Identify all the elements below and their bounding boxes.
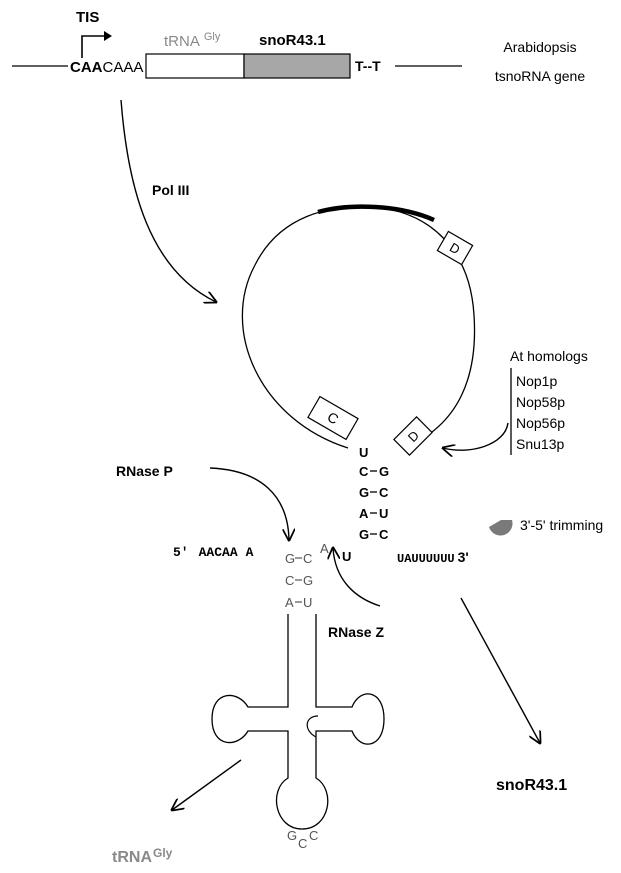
rnase-p-label: RNase P bbox=[116, 463, 173, 479]
transcription-arrow bbox=[121, 100, 216, 302]
snor43-box bbox=[244, 54, 350, 78]
svg-text:G: G bbox=[287, 828, 297, 843]
svg-text:G: G bbox=[285, 551, 295, 566]
svg-text:C: C bbox=[303, 551, 312, 566]
stem-pair-left: G bbox=[359, 527, 369, 542]
snor43-product-label: snoR43.1 bbox=[496, 777, 567, 794]
svg-text:C: C bbox=[309, 828, 318, 843]
trna-cloverleaf: G C C bbox=[212, 614, 384, 851]
pol-iii-label: Pol III bbox=[152, 182, 189, 198]
stem-pair-left: A bbox=[359, 506, 369, 521]
stem-pair-left: C bbox=[359, 464, 369, 479]
tis-label: TIS bbox=[76, 9, 99, 26]
snorna-loop: D C D bbox=[242, 207, 474, 455]
promoter-sequence: CAACAAA bbox=[70, 59, 143, 76]
box-d: D bbox=[394, 417, 432, 455]
acceptor-stem: G C A C G A U bbox=[285, 541, 329, 610]
stem-pair-left: G bbox=[359, 485, 369, 500]
svg-text:C: C bbox=[285, 573, 294, 588]
svg-text:A: A bbox=[285, 595, 294, 610]
homologs-list: At homologs Nop1p Nop58p Nop56p Snu13p bbox=[510, 348, 588, 455]
stem-bottom-u: U bbox=[342, 549, 351, 564]
box-c: C bbox=[308, 397, 358, 440]
trna-gly-box bbox=[146, 54, 244, 78]
snorna-product-arrow bbox=[461, 598, 540, 743]
homolog-item: Nop56p bbox=[516, 415, 565, 431]
discriminator-a: A bbox=[320, 541, 329, 556]
rnase-p-arrow bbox=[210, 468, 289, 540]
homolog-item: Nop58p bbox=[516, 394, 565, 410]
snor43-label: snoR43.1 bbox=[259, 32, 326, 49]
svg-text:C: C bbox=[298, 836, 307, 851]
svg-text:G: G bbox=[303, 573, 313, 588]
homolog-binding-arrow bbox=[443, 423, 508, 450]
exonuclease-icon bbox=[489, 520, 513, 536]
rnase-z-arrow bbox=[333, 548, 380, 606]
stem-pair-right: C bbox=[379, 485, 389, 500]
box-d-prime: D bbox=[437, 231, 472, 264]
organism-label: Arabidopsis bbox=[503, 39, 576, 55]
trna-product-arrow bbox=[172, 760, 241, 810]
tis-arrow bbox=[82, 31, 112, 58]
rnase-z-label: RNase Z bbox=[328, 624, 384, 640]
stem-pair-right: G bbox=[379, 464, 389, 479]
terminator-label: T--T bbox=[355, 58, 381, 74]
trna-outline bbox=[212, 614, 384, 829]
stem-pair-right: U bbox=[379, 506, 388, 521]
gene-type-label: tsnoRNA gene bbox=[495, 68, 585, 84]
trna-gly-product-label: tRNAGly bbox=[112, 846, 173, 866]
stem-top-u: U bbox=[359, 445, 368, 460]
svg-text:U: U bbox=[303, 595, 312, 610]
homolog-item: Nop1p bbox=[516, 373, 557, 389]
trimming-label: 3'-5' trimming bbox=[520, 517, 603, 533]
homolog-item: Snu13p bbox=[516, 436, 564, 452]
stem-pair-right: C bbox=[379, 527, 389, 542]
anticodon: G C C bbox=[287, 828, 318, 851]
homologs-title: At homologs bbox=[510, 348, 588, 364]
snorna-loop-line bbox=[242, 207, 474, 448]
